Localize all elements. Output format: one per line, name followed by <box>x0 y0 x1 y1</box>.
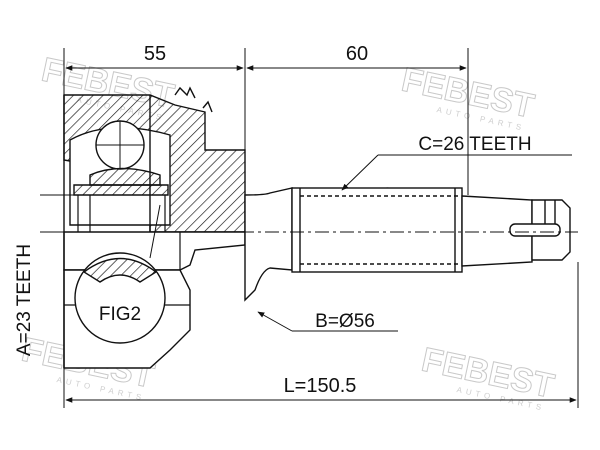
dimension-55 <box>63 48 246 150</box>
dimension-total <box>63 262 579 408</box>
seal-diameter-label: B=Ø56 <box>315 311 375 332</box>
inner-spline-label: A=23 TEETH <box>14 244 35 356</box>
joint-length-label: 55 <box>144 43 166 65</box>
fig2-detail <box>74 204 166 344</box>
shaft-tip <box>461 195 571 267</box>
callout-outer-spline <box>341 154 572 191</box>
inner-race <box>73 167 169 196</box>
neck <box>244 187 293 302</box>
dimension-inner-spline <box>40 194 150 233</box>
total-length-label: L=150.5 <box>284 375 357 397</box>
shaft <box>291 187 463 273</box>
callout-seal-diameter <box>257 311 398 332</box>
ball <box>95 120 145 170</box>
dimension-60 <box>246 48 469 195</box>
outer-spline-label: C=26 TEETH <box>418 134 531 155</box>
figure-ref-label: FIG2 <box>99 304 141 325</box>
shaft-length-label: 60 <box>346 43 368 65</box>
